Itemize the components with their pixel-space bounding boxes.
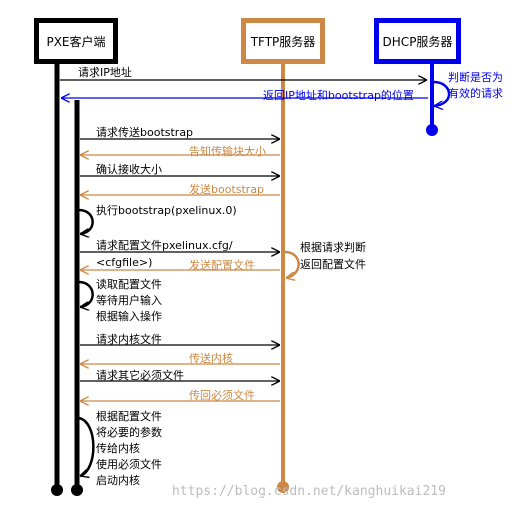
note-read-config-3: 根据输入操作 — [96, 310, 162, 323]
msg-block-size: 告知传输块大小 — [189, 145, 266, 158]
note-dhcp-judge-1: 判断是否为 — [448, 71, 503, 84]
msg-confirm-size: 确认接收大小 — [96, 163, 162, 176]
tftp-lifeline-end — [277, 481, 289, 493]
msg-request-other: 请求其它必须文件 — [96, 369, 184, 382]
dhcp-lifeline-end — [426, 124, 438, 136]
dhcp-server-label: DHCP服务器 — [382, 34, 453, 49]
note-final-1: 根据配置文件 — [96, 410, 162, 423]
note-tftp-judge-2: 返回配置文件 — [300, 258, 366, 271]
pxe-client-label: PXE客户端 — [46, 34, 106, 49]
watermark: https://blog.csdn.net/kanghuikai219 — [172, 484, 446, 499]
msg-request-config-2: <cfgfile>) — [96, 256, 153, 269]
dhcp-self-loop — [434, 80, 451, 106]
msg-request-kernel: 请求内核文件 — [96, 333, 162, 346]
pxe-lifeline-end-outer — [51, 484, 63, 496]
note-read-config-2: 等待用户输入 — [96, 294, 162, 307]
msg-return-ip: 返回IP地址和bootstrap的位置 — [263, 89, 414, 102]
msg-request-ip: 请求IP地址 — [78, 66, 132, 79]
note-final-2: 将必要的参数 — [96, 426, 162, 439]
pxe-client-box: PXE客户端 — [34, 18, 118, 64]
dhcp-server-box: DHCP服务器 — [374, 18, 461, 64]
msg-request-bootstrap: 请求传送bootstrap — [96, 126, 194, 139]
tftp-self-loop — [284, 250, 300, 278]
pxe-self-loop-config — [78, 280, 94, 307]
note-read-config-1: 读取配置文件 — [96, 278, 162, 291]
pxe-self-loop-final — [78, 416, 95, 476]
tftp-server-label: TFTP服务器 — [250, 34, 316, 49]
tftp-server-box: TFTP服务器 — [241, 18, 325, 64]
note-final-5: 启动内核 — [96, 474, 140, 487]
msg-send-config: 发送配置文件 — [189, 259, 255, 272]
msg-send-kernel: 传送内核 — [189, 352, 233, 365]
note-final-3: 传给内核 — [96, 442, 140, 455]
msg-send-bootstrap: 发送bootstrap — [189, 183, 265, 196]
pxe-self-loop-bootstrap — [78, 208, 94, 234]
msg-request-config-1: 请求配置文件pxelinux.cfg/ — [96, 239, 233, 252]
note-dhcp-judge-2: 有效的请求 — [448, 87, 503, 100]
note-tftp-judge-1: 根据请求判断 — [300, 241, 366, 254]
msg-return-other: 传回必须文件 — [189, 389, 255, 402]
note-final-4: 使用必须文件 — [96, 458, 162, 471]
note-exec-bootstrap: 执行bootstrap(pxelinux.0) — [96, 204, 237, 217]
pxe-lifeline-end-inner — [71, 484, 83, 496]
